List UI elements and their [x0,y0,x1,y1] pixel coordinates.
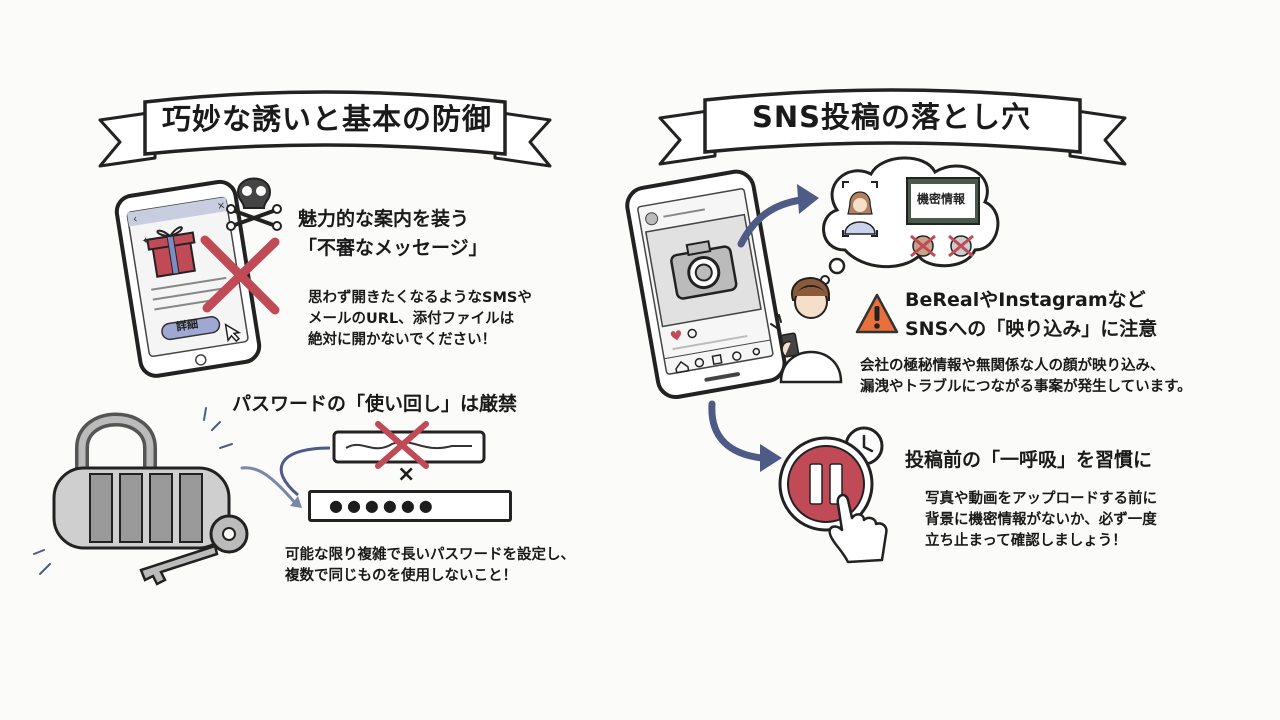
person-with-phone-illustration [770,277,843,384]
arrow-icon [240,446,331,508]
red-x-icon [200,235,280,315]
phone-detail-button-label: 詳細 [175,317,199,334]
cursor-icon [224,323,242,343]
pause-body: 写真や動画をアップロードする前に 背景に機密情報がないか、必ず一度 立ち止まって… [925,491,1157,549]
warning-triangle-icon [855,293,899,334]
camera-icon [670,240,738,300]
right-title-ribbon [658,88,1127,166]
pause-icon [809,463,843,505]
weak-password-field [332,430,486,464]
phishing-phone-illustration: ‹ × ✦ [114,179,262,378]
svg-text:‹: ‹ [132,212,138,226]
masked-password: ●●●●●● [329,496,437,515]
sns-warning-body: 会社の極秘情報や無関係な人の顔が映り込み、 漏洩やトラブルにつながる事案が発生し… [860,358,1192,395]
password-heading: パスワードの「使い回し」は厳禁 [232,393,518,415]
sns-phone-illustration [625,169,787,400]
gift-icon [146,226,196,278]
phishing-heading: 魅力的な案内を装う 「不審なメッセージ」 [298,208,488,259]
svg-text:×: × [216,200,226,212]
left-title: 巧妙な誘いと基本の防御 [162,102,493,136]
cross-mark: × [397,462,416,487]
arrow-icon-down [708,400,782,472]
key-icon [139,514,249,586]
strong-password-field: ●●●●●● [308,490,512,522]
hand-pointer-icon [828,493,888,564]
sns-warning-heading: BeRealやInstagramなど SNSへの「映り込み」に注意 [905,289,1158,340]
right-title: SNS投稿の落とし穴 [752,100,1032,134]
pause-heading: 投稿前の「一呼吸」を習慣に [905,449,1153,471]
crossed-face-icon-2 [948,234,974,258]
arrow-icon-to-bubble [737,184,819,248]
svg-text:✦: ✦ [141,235,151,247]
red-x-icon-password [375,421,429,469]
password-body: 可能な限り複雑で長いパスワードを設定し、 複数で同じものを使用しないこと！ [285,547,575,584]
phishing-body: 思わず開きたくなるようなSMSや メールのURL、添付ファイルは 絶対に開かない… [308,290,532,348]
person-icon [842,181,878,237]
padlock-icon [33,407,233,575]
thought-bubble [820,156,1000,285]
skull-crossbones-icon [226,177,282,231]
left-title-ribbon [98,90,552,168]
confidential-board-label: 機密情報 [917,192,966,206]
crossed-face-icon-1 [910,234,936,258]
pause-button-illustration [778,426,888,564]
